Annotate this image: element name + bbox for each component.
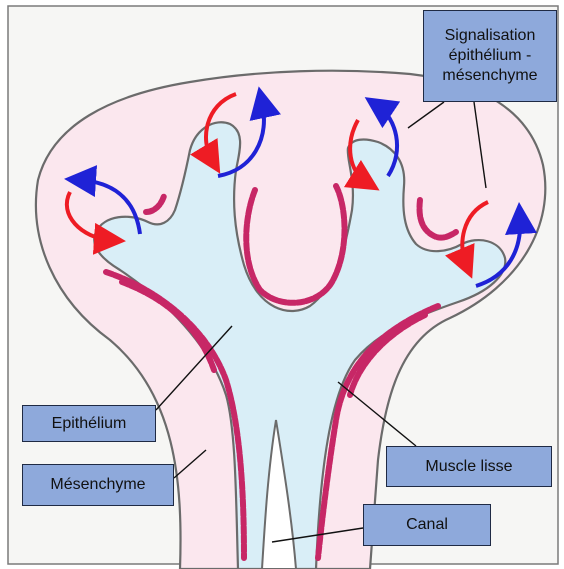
label-signalisation-text: Signalisation épithélium - mésenchyme [428, 26, 552, 86]
label-epithelium-text: Epithélium [52, 414, 127, 434]
label-canal-text: Canal [406, 515, 448, 535]
label-epithelium: Epithélium [22, 405, 156, 442]
label-mesenchyme: Mésenchyme [22, 464, 174, 506]
label-canal: Canal [363, 504, 491, 546]
label-muscle-lisse-text: Muscle lisse [425, 457, 512, 477]
label-muscle-lisse: Muscle lisse [386, 446, 552, 487]
label-signalisation: Signalisation épithélium - mésenchyme [423, 10, 557, 102]
label-mesenchyme-text: Mésenchyme [50, 475, 145, 495]
